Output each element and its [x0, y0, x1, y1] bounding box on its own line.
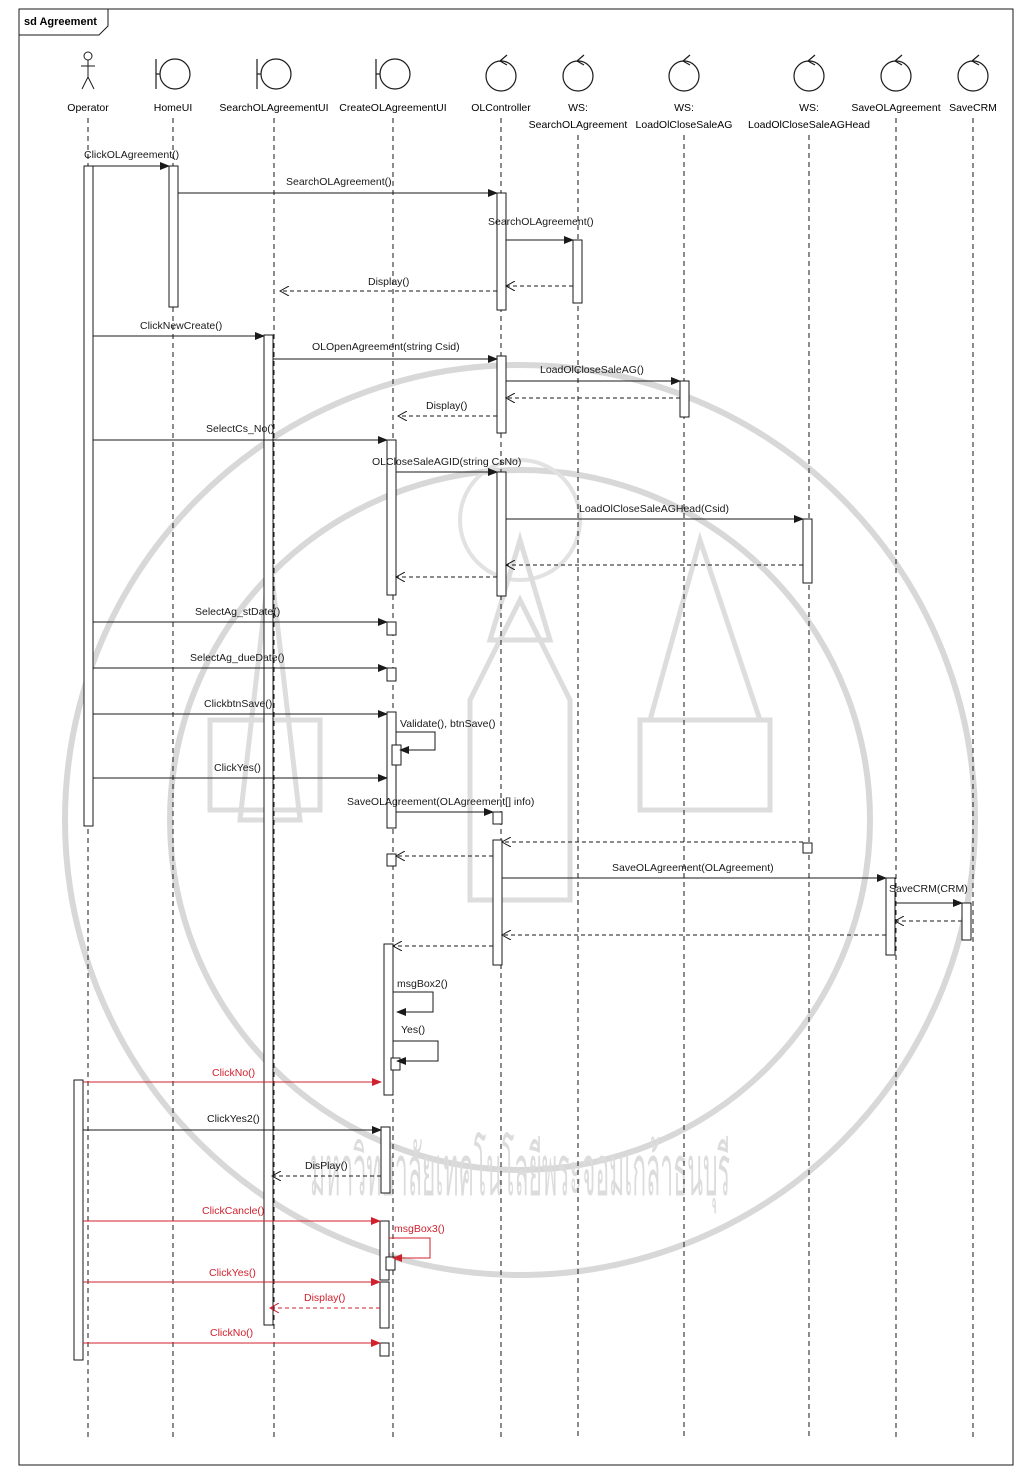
activation-createui — [387, 668, 396, 681]
participant-label: Operator — [67, 102, 109, 114]
message-label: SaveOLAgreement(OLAgreement) — [612, 862, 774, 874]
message-label: SearchOLAgreement() — [488, 216, 594, 228]
message-label: SelectAg_dueDate() — [190, 652, 285, 664]
message-label: Yes() — [401, 1024, 425, 1036]
participant-label: SaveCRM — [949, 102, 997, 114]
participant-label: LoadOlCloseSaleAG — [636, 119, 733, 131]
self-message-arrow — [396, 732, 435, 750]
message-label: ClickNo() — [210, 1327, 253, 1339]
participant-label: OLController — [471, 102, 531, 114]
boundary-icon — [376, 59, 410, 89]
activation-ws_search — [573, 240, 582, 303]
message-label: Display() — [304, 1292, 345, 1304]
participant-homeui: HomeUI — [154, 59, 193, 114]
control-icon — [563, 55, 593, 91]
message-label: DisPlay() — [305, 1160, 348, 1172]
participant-label: HomeUI — [154, 102, 193, 114]
university-seal-watermark: มหาวิทยาลัยเทคโนโลยีพระจอมเกล้าธนบุรี — [65, 365, 975, 1275]
message-label: LoadOlCloseSaleAGHead(Csid) — [579, 503, 729, 515]
participant-ws_search: WS: SearchOLAgreement — [529, 55, 628, 131]
message-label: Validate(), btnSave() — [400, 718, 496, 730]
activation-operator — [74, 1080, 83, 1360]
activation-controller — [493, 840, 502, 965]
activation-controller — [497, 356, 506, 433]
message-label: Display() — [368, 276, 409, 288]
participant-label: CreateOLAgreementUI — [339, 102, 446, 114]
message-label: ClickNo() — [212, 1067, 255, 1079]
activation-createui — [387, 712, 396, 828]
activation-createui — [386, 1257, 395, 1270]
message-label: ClickYes() — [209, 1267, 256, 1279]
message-label: Display() — [426, 400, 467, 412]
self-message-arrow — [393, 992, 433, 1012]
message-label: LoadOlCloseSaleAG() — [540, 364, 644, 376]
participant-label: LoadOlCloseSaleAGHead — [748, 119, 870, 131]
participant-ws_load: WS: LoadOlCloseSaleAG — [636, 55, 733, 131]
frame-title: sd Agreement — [24, 16, 97, 28]
message-label: SaveOLAgreement(OLAgreement[] info) — [347, 796, 534, 808]
control-icon — [958, 55, 988, 91]
participant-label: WS: — [799, 102, 819, 114]
activation-createui — [387, 622, 396, 635]
participant-saveag: SaveOLAgreement — [851, 55, 940, 114]
participant-createui: CreateOLAgreementUI — [339, 59, 446, 114]
message-label: msgBox3() — [394, 1223, 445, 1235]
activation-operator — [84, 166, 93, 826]
participant-label: WS: — [674, 102, 694, 114]
participant-ws_loadhead: WS: LoadOlCloseSaleAGHead — [748, 55, 870, 131]
activation-controller — [493, 812, 502, 824]
participant-label: SearchOLAgreementUI — [219, 102, 328, 114]
participant-savecrm: SaveCRM — [949, 55, 997, 114]
control-icon — [669, 55, 699, 91]
activation-controller — [497, 472, 506, 596]
activation-createui — [380, 1221, 389, 1280]
participant-controller: OLController — [471, 55, 531, 114]
control-icon — [881, 55, 911, 91]
activation-createui — [391, 1058, 400, 1070]
boundary-icon — [257, 59, 291, 89]
activation-homeui — [169, 166, 178, 307]
activation-createui — [381, 1127, 390, 1193]
message-label: msgBox2() — [397, 978, 448, 990]
activation-createui — [387, 854, 396, 866]
message-label: ClickNewCreate() — [140, 320, 222, 332]
boundary-icon — [156, 59, 190, 89]
participant-label: SearchOLAgreement — [529, 119, 628, 131]
activation-searchui — [264, 335, 273, 1325]
activation-controller — [497, 193, 506, 310]
activation-createui — [380, 1343, 389, 1356]
message-label: ClickYes2() — [207, 1113, 260, 1125]
activation-createui — [392, 745, 401, 765]
activation-createui — [380, 1282, 389, 1328]
actor-icon — [81, 52, 95, 89]
message-label: SelectCs_No() — [206, 423, 274, 435]
message-label: OLOpenAgreement(string Csid) — [312, 341, 460, 353]
message-label: ClickYes() — [214, 762, 261, 774]
watermark-text: มหาวิทยาลัยเทคโนโลยีพระจอมเกล้าธนบุรี — [310, 1131, 730, 1214]
participant-operator: Operator — [67, 52, 109, 114]
control-icon — [486, 55, 516, 91]
participant-label: WS: — [568, 102, 588, 114]
activation-ws_loadhead — [803, 843, 812, 853]
activation-ws_loadhead — [803, 519, 812, 583]
activation-savecrm — [962, 903, 971, 940]
participant-searchui: SearchOLAgreementUI — [219, 59, 328, 114]
message-label: SearchOLAgreement() — [286, 176, 392, 188]
message-label: OLCloseSaleAGID(string CsNo) — [372, 456, 521, 468]
message-label: SaveCRM(CRM) — [889, 883, 968, 895]
message-label: ClickCancle() — [202, 1205, 264, 1217]
control-icon — [794, 55, 824, 91]
activation-createui — [384, 944, 393, 1095]
message-label: SelectAg_stDate() — [195, 606, 280, 618]
message-label: ClickbtnSave() — [204, 698, 272, 710]
participant-label: SaveOLAgreement — [851, 102, 940, 114]
activation-ws_load — [680, 381, 689, 417]
message-label: ClickOLAgreement() — [84, 149, 179, 161]
